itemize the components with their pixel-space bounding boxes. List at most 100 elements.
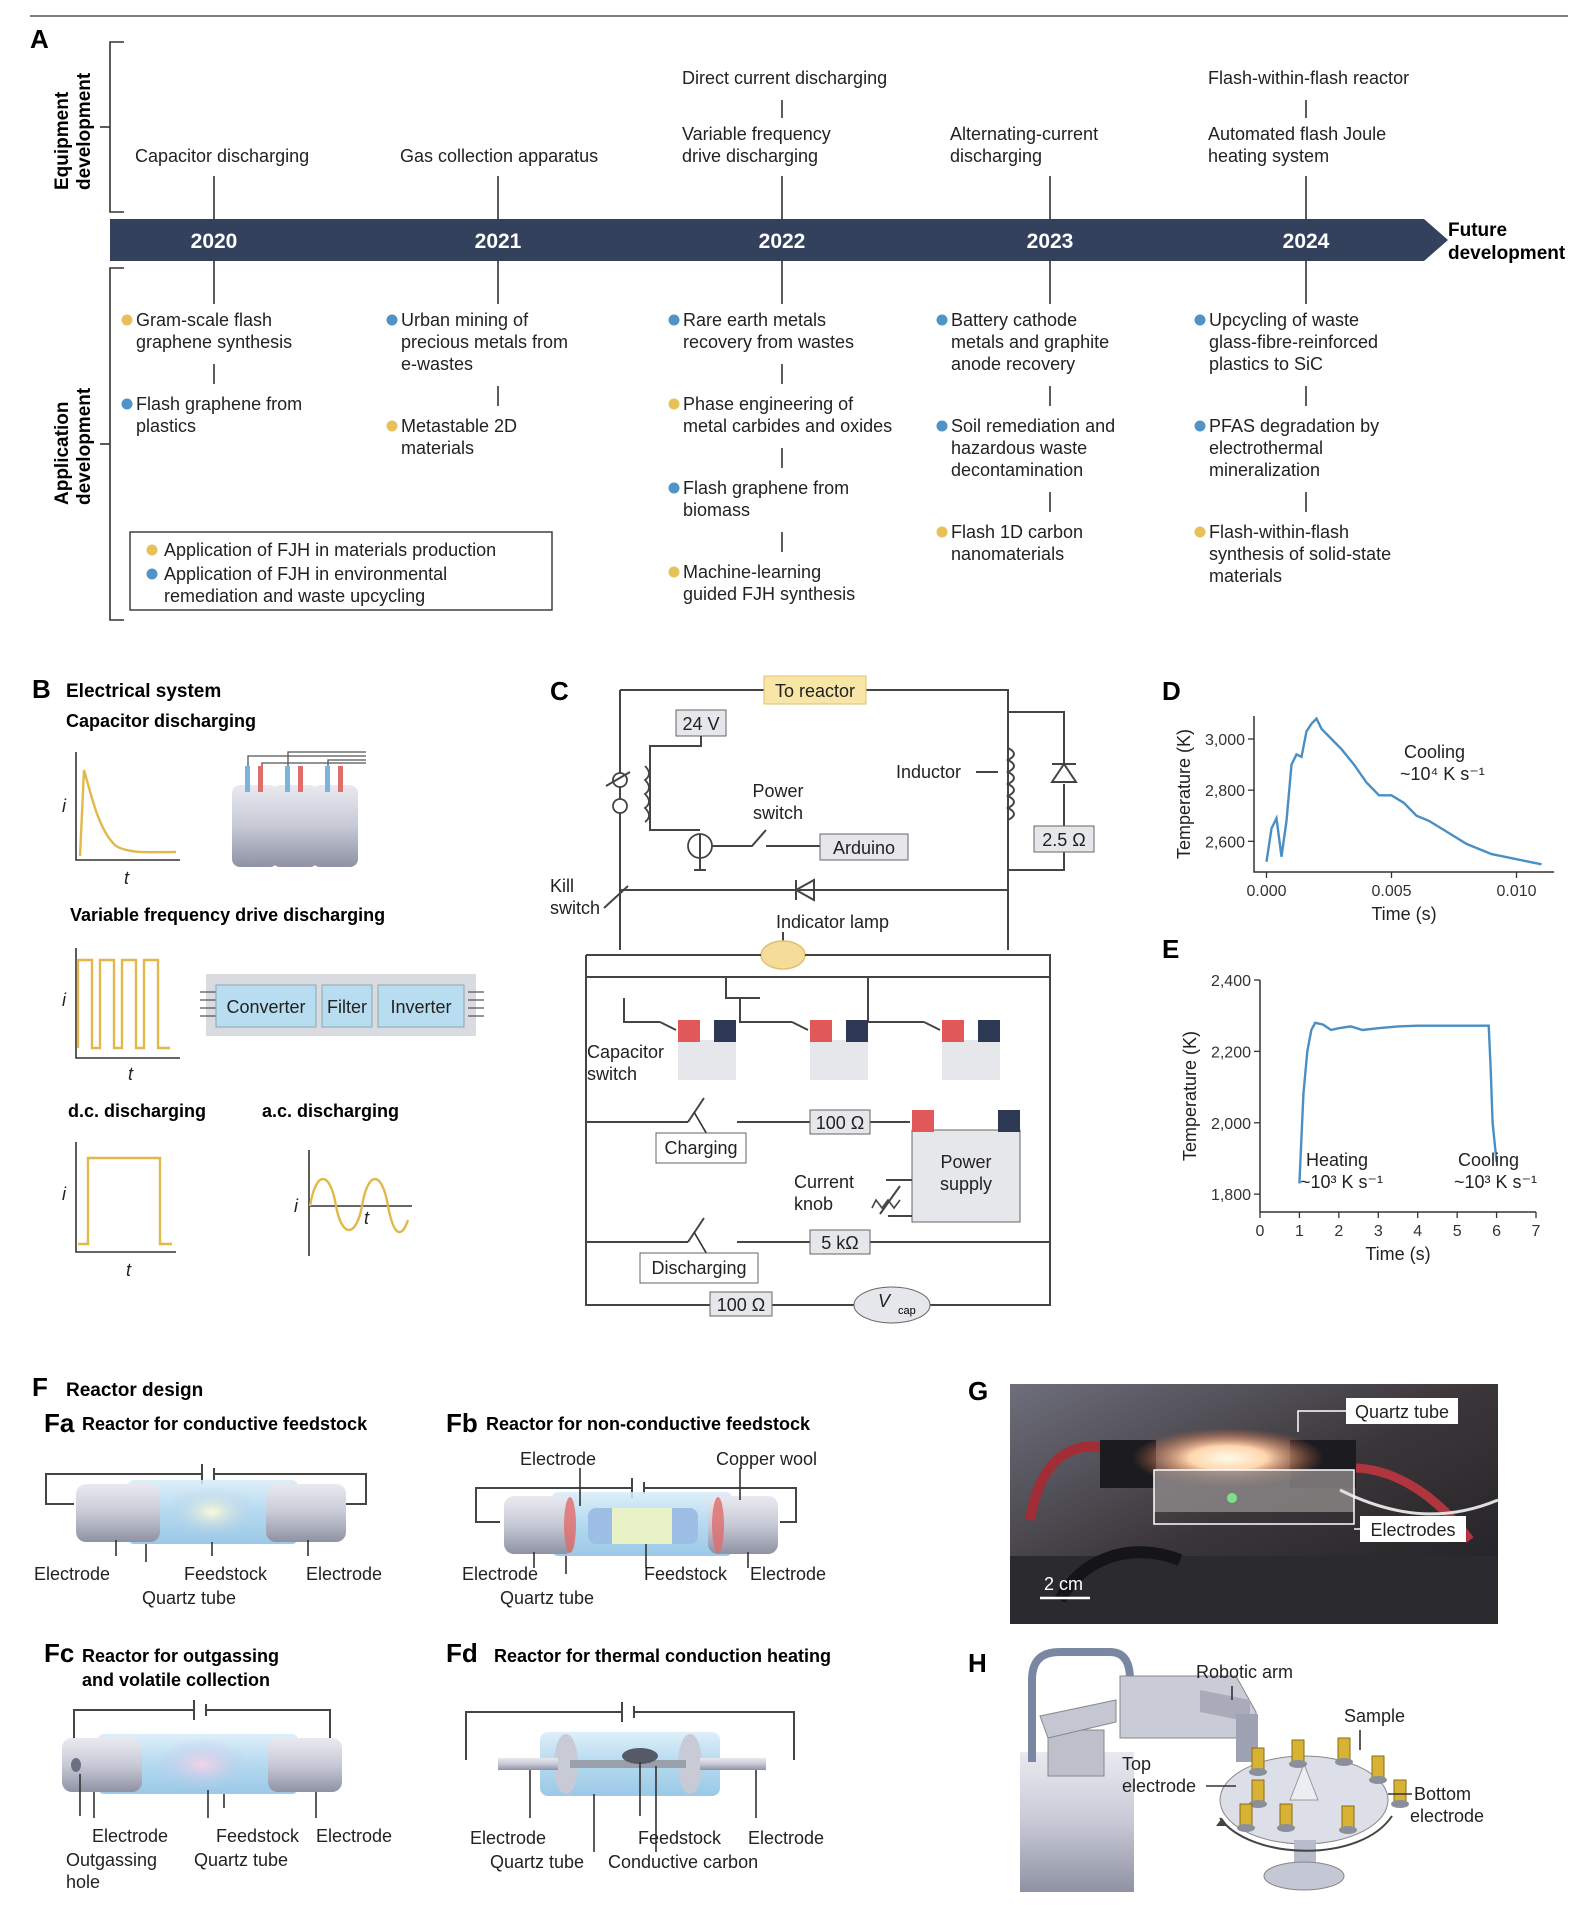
- fa-tag: Fa: [44, 1408, 75, 1438]
- year-2020: 2020: [191, 230, 238, 253]
- ac-title: a.c. discharging: [262, 1101, 399, 1121]
- fb-quartz-tube: Quartz tube: [500, 1588, 594, 1608]
- panel-f-letter: F: [32, 1372, 48, 1402]
- application-item: Soil remediation and: [951, 416, 1115, 436]
- equipment-item: Direct current discharging: [682, 68, 887, 88]
- converter-label: Converter: [226, 997, 305, 1017]
- application-item: Battery cathode: [951, 310, 1077, 330]
- fa-electrode-right: Electrode: [306, 1564, 382, 1584]
- vfd-title: Variable frequency drive discharging: [70, 905, 385, 925]
- application-item: Flash graphene from: [683, 478, 849, 498]
- bottom-electrode-icon: [1339, 1826, 1357, 1834]
- filter-label: Filter: [327, 997, 367, 1017]
- fc-title-1: Reactor for outgassing: [82, 1646, 279, 1666]
- application-item: Rare earth metals: [683, 310, 826, 330]
- equipment-item: discharging: [950, 146, 1042, 166]
- 2.5-ohm-label: 2.5 Ω: [1042, 830, 1085, 850]
- panel-h-letter: H: [968, 1648, 987, 1678]
- x-tick-label: 0.005: [1371, 883, 1411, 900]
- vcap-label: V: [878, 1291, 892, 1311]
- y-tick-label: 2,800: [1205, 783, 1245, 800]
- t-label: t: [128, 1064, 134, 1084]
- fc-electrode-left: Electrode: [92, 1826, 168, 1846]
- inverter-label: Inverter: [390, 997, 451, 1017]
- temperature-series-line: [1265, 716, 1542, 866]
- y-tick-label: 2,200: [1211, 1044, 1251, 1061]
- reactor-outgassing-diagram: Electrode Feedstock Electrode Quartz tub…: [62, 1700, 392, 1892]
- blue-bullet-icon: [936, 314, 948, 326]
- application-item: graphene synthesis: [136, 332, 292, 352]
- panel-g-letter: G: [968, 1376, 988, 1406]
- panel-b-title: Electrical system: [66, 681, 221, 702]
- application-item: mineralization: [1209, 460, 1320, 480]
- cooling-annotation: Cooling: [1458, 1150, 1519, 1170]
- fb-electrode-left: Electrode: [462, 1564, 538, 1584]
- x-tick-label: 1: [1295, 1223, 1304, 1240]
- application-item: materials: [401, 438, 474, 458]
- circuit-diagram: To reactor 24 V Arduino Power switch Ind…: [550, 675, 1095, 1324]
- x-tick-label: 0.000: [1246, 883, 1286, 900]
- bottom-electrode-icon: [1237, 1824, 1255, 1832]
- heating-rate-annotation: ~10³ K s⁻¹: [1300, 1172, 1383, 1192]
- y-tick-label: 2,400: [1211, 973, 1251, 990]
- equipment-item: drive discharging: [682, 146, 818, 166]
- power-switch-label-2: switch: [753, 803, 803, 823]
- y-axis-label: Temperature (K): [1180, 1031, 1200, 1161]
- fc-feedstock: Feedstock: [216, 1826, 300, 1846]
- fc-hole: hole: [66, 1872, 100, 1892]
- panel-a-legend-items: Application of FJH in materials producti…: [146, 540, 496, 606]
- year-2022: 2022: [759, 230, 806, 253]
- application-item: Upcycling of waste: [1209, 310, 1359, 330]
- legend-entry: Application of FJH in materials producti…: [164, 540, 496, 560]
- application-item: PFAS degradation by: [1209, 416, 1379, 436]
- equipment-milestones: Capacitor discharging Gas collection appa…: [135, 68, 1409, 219]
- power-supply-label-2: supply: [940, 1174, 992, 1194]
- robotic-arm-diagram: Robotic arm Sample Top electrode Bottom …: [1020, 1648, 1484, 1892]
- equipment-item: Capacitor discharging: [135, 146, 309, 166]
- charging-label: Charging: [664, 1138, 737, 1158]
- application-item: Metastable 2D: [401, 416, 517, 436]
- yellow-bullet-icon: [1194, 526, 1206, 538]
- application-item: Flash graphene from: [136, 394, 302, 414]
- capacitor-switch-label-2: switch: [587, 1064, 637, 1084]
- application-item: guided FJH synthesis: [683, 584, 855, 604]
- i-label: i: [62, 1184, 67, 1204]
- cooling-rate-annotation: ~10⁴ K s⁻¹: [1400, 764, 1485, 784]
- fd-tag: Fd: [446, 1638, 478, 1668]
- fd-quartz-tube: Quartz tube: [490, 1852, 584, 1872]
- fc-tag: Fc: [44, 1638, 74, 1668]
- power-switch-label-1: Power: [752, 781, 803, 801]
- equipment-item: Alternating-current: [950, 124, 1098, 144]
- reactor-conductive-diagram: Electrode Feedstock Electrode Quartz tub…: [34, 1464, 382, 1608]
- sample-label: Sample: [1344, 1706, 1405, 1726]
- top-electrode-label-2: electrode: [1122, 1776, 1196, 1796]
- bottom-electrode-icon: [1249, 1800, 1267, 1808]
- equipment-item: Gas collection apparatus: [400, 146, 598, 166]
- bottom-electrode-label-1: Bottom: [1414, 1784, 1471, 1804]
- blue-bullet-icon: [386, 314, 398, 326]
- y-tick-label: 2,600: [1205, 834, 1245, 851]
- fa-electrode-left: Electrode: [34, 1564, 110, 1584]
- application-item: glass-fibre-reinforced: [1209, 332, 1378, 352]
- application-item: materials: [1209, 566, 1282, 586]
- application-axis-label: Application development: [52, 387, 95, 505]
- x-tick-label: 2: [1334, 1223, 1343, 1240]
- chart-axes: [1253, 716, 1554, 873]
- application-item: Gram-scale flash: [136, 310, 272, 330]
- application-item: recovery from wastes: [683, 332, 854, 352]
- scale-bar-label: 2 cm: [1044, 1574, 1083, 1594]
- fb-feedstock: Feedstock: [644, 1564, 728, 1584]
- fd-feedstock: Feedstock: [638, 1828, 722, 1848]
- legend-entry: Application of FJH in environmental: [164, 564, 447, 584]
- 100-ohm-bottom-label: 100 Ω: [717, 1295, 766, 1315]
- t-label: t: [364, 1208, 370, 1228]
- fb-tag: Fb: [446, 1408, 478, 1438]
- current-knob-label-2: knob: [794, 1194, 833, 1214]
- equipment-label-line2: development: [74, 72, 95, 190]
- application-item: hazardous waste: [951, 438, 1087, 458]
- application-item: Urban mining of: [401, 310, 529, 330]
- blue-bullet-icon: [668, 314, 680, 326]
- application-label-line1: Application: [52, 402, 73, 505]
